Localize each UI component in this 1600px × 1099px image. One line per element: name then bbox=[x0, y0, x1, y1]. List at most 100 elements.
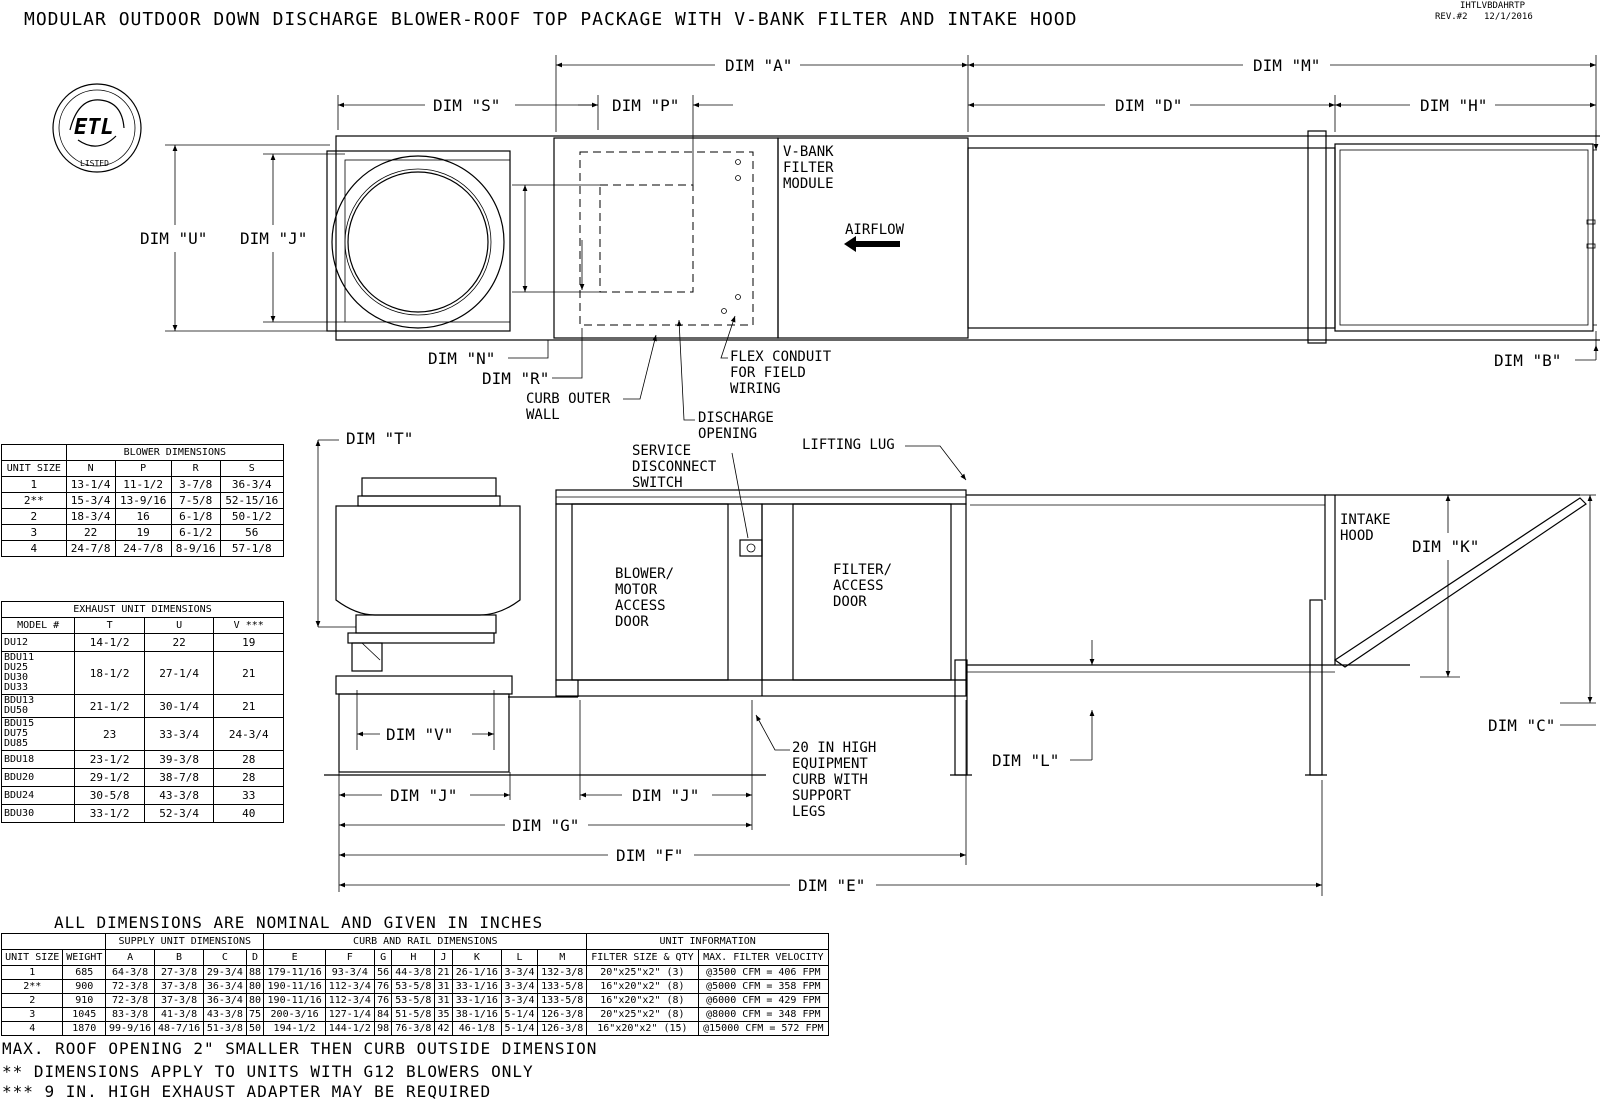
dim-u-label: DIM "U" bbox=[140, 229, 207, 248]
table-cell: 24-7/8 bbox=[114, 540, 172, 557]
table-cell: 5-1/4 bbox=[500, 1021, 539, 1036]
table-cell: 685 bbox=[62, 965, 107, 980]
dim-j-top-label: DIM "J" bbox=[240, 229, 307, 248]
intake-label-1: INTAKE bbox=[1340, 512, 1391, 528]
table-cell: 133-5/8 bbox=[537, 979, 588, 994]
table-cell: 133-5/8 bbox=[537, 993, 588, 1008]
table-cell: 43-3/8 bbox=[203, 1007, 247, 1022]
dim-f-label: DIM "F" bbox=[616, 846, 683, 865]
table-cell: 2 bbox=[0, 993, 64, 1008]
blower-door-label-4: DOOR bbox=[615, 614, 649, 630]
table-cell: 31 bbox=[434, 979, 453, 994]
group-header: UNIT INFORMATION bbox=[586, 933, 829, 950]
table-cell: 21 bbox=[434, 965, 453, 980]
column-header: T bbox=[74, 617, 145, 634]
column-header: N bbox=[65, 460, 116, 477]
service-label-2: DISCONNECT bbox=[632, 459, 717, 475]
table-cell: 127-1/4 bbox=[324, 1007, 375, 1022]
table-cell: 15-3/4 bbox=[65, 492, 116, 509]
table-cell: 72-3/8 bbox=[105, 993, 156, 1008]
table-cell: 36-3/4 bbox=[203, 979, 247, 994]
table-cell: 52-3/4 bbox=[143, 804, 215, 823]
dim-v-label: DIM "V" bbox=[386, 725, 453, 744]
table-cell: 16"x20"x2" (8) bbox=[586, 979, 699, 994]
table-cell: 13-9/16 bbox=[114, 492, 172, 509]
table-cell: 30-1/4 bbox=[143, 694, 215, 718]
table-cell: 900 bbox=[62, 979, 107, 994]
table-cell: 98 bbox=[373, 1021, 393, 1036]
table-cell: 43-3/8 bbox=[143, 786, 215, 805]
service-label-3: SWITCH bbox=[632, 475, 683, 491]
blower-wheel-top bbox=[331, 155, 505, 329]
table-cell: 28 bbox=[213, 750, 284, 769]
top-view: AIRFLOW V-BANK FILTER MODULE DIM "A" DIM… bbox=[140, 55, 1600, 442]
table-cell: 46-1/8 bbox=[451, 1021, 502, 1036]
table-cell: 2 bbox=[1, 508, 67, 525]
table-cell: 76-3/8 bbox=[391, 1021, 436, 1036]
table-cell: 30-5/8 bbox=[74, 786, 145, 805]
vbank-label-3: MODULE bbox=[783, 176, 834, 192]
note-3: *** 9 IN. HIGH EXHAUST ADAPTER MAY BE RE… bbox=[2, 1082, 491, 1099]
table-cell: 2** bbox=[1, 492, 67, 509]
table-cell: 1 bbox=[1, 476, 67, 493]
table-title-row: EXHAUST UNIT DIMENSIONS bbox=[1, 601, 284, 618]
model-cell: BDU24 bbox=[0, 786, 76, 805]
table-cell: 50 bbox=[245, 1021, 265, 1036]
etl-logo-sub: LISTED bbox=[80, 159, 109, 168]
blower-door-label-3: ACCESS bbox=[615, 598, 666, 614]
model-cell: DU12 bbox=[0, 633, 76, 652]
table-cell: 53-5/8 bbox=[391, 979, 436, 994]
dim-c-label: DIM "C" bbox=[1488, 716, 1555, 735]
dim-l-label: DIM "L" bbox=[992, 751, 1059, 770]
table-corner bbox=[0, 933, 107, 950]
dim-m-label: DIM "M" bbox=[1253, 56, 1320, 75]
note-1: MAX. ROOF OPENING 2" SMALLER THEN CURB O… bbox=[2, 1039, 597, 1058]
model-name: DU25 bbox=[4, 662, 29, 673]
revision-date: 12/1/2016 bbox=[1484, 12, 1533, 22]
table-cell: 56 bbox=[373, 965, 393, 980]
table-cell: 33-3/4 bbox=[143, 717, 215, 751]
table-cell: 24-3/4 bbox=[213, 717, 284, 751]
dim-h-label: DIM "H" bbox=[1420, 96, 1487, 115]
table-cell: 2** bbox=[0, 979, 64, 994]
table-cell: @6000 CFM = 429 FPM bbox=[697, 993, 830, 1008]
lifting-lug-label: LIFTING LUG bbox=[802, 437, 895, 453]
table-cell: 84 bbox=[373, 1007, 393, 1022]
table-cell: 27-1/4 bbox=[143, 651, 215, 695]
table-cell: 20"x25"x2" (8) bbox=[586, 1007, 699, 1022]
table-cell: 64-3/8 bbox=[105, 965, 156, 980]
flex-label-3: WIRING bbox=[730, 381, 781, 397]
table-cell: @5000 CFM = 358 FPM bbox=[697, 979, 830, 994]
revision: REV.#2 bbox=[1435, 12, 1468, 22]
column-header: S bbox=[219, 460, 285, 477]
curb-note-2: EQUIPMENT bbox=[792, 756, 868, 772]
table-cell: 16 bbox=[114, 508, 172, 525]
dim-g-label: DIM "G" bbox=[512, 816, 579, 835]
table-cell: 4 bbox=[1, 540, 67, 557]
model-name: BDU15 bbox=[4, 718, 35, 729]
dim-p-label: DIM "P" bbox=[612, 96, 679, 115]
table-cell: 5-1/4 bbox=[500, 1007, 539, 1022]
column-header: P bbox=[114, 460, 172, 477]
group-header: CURB AND RAIL DIMENSIONS bbox=[263, 933, 588, 950]
table-cell: 18-3/4 bbox=[65, 508, 116, 525]
filter-door-label-3: DOOR bbox=[833, 594, 867, 610]
model-name: DU12 bbox=[4, 636, 29, 648]
table-cell: @3500 CFM = 406 FPM bbox=[697, 965, 830, 980]
column-header: L bbox=[500, 949, 539, 966]
model-cell: BDU30 bbox=[0, 804, 76, 823]
group-header: SUPPLY UNIT DIMENSIONS bbox=[105, 933, 265, 950]
column-header: V *** bbox=[213, 617, 284, 634]
table-cell: 88 bbox=[245, 965, 265, 980]
table-cell: 1045 bbox=[62, 1007, 107, 1022]
table-cell: 27-3/8 bbox=[154, 965, 205, 980]
curb-note-1: 20 IN HIGH bbox=[792, 740, 876, 756]
